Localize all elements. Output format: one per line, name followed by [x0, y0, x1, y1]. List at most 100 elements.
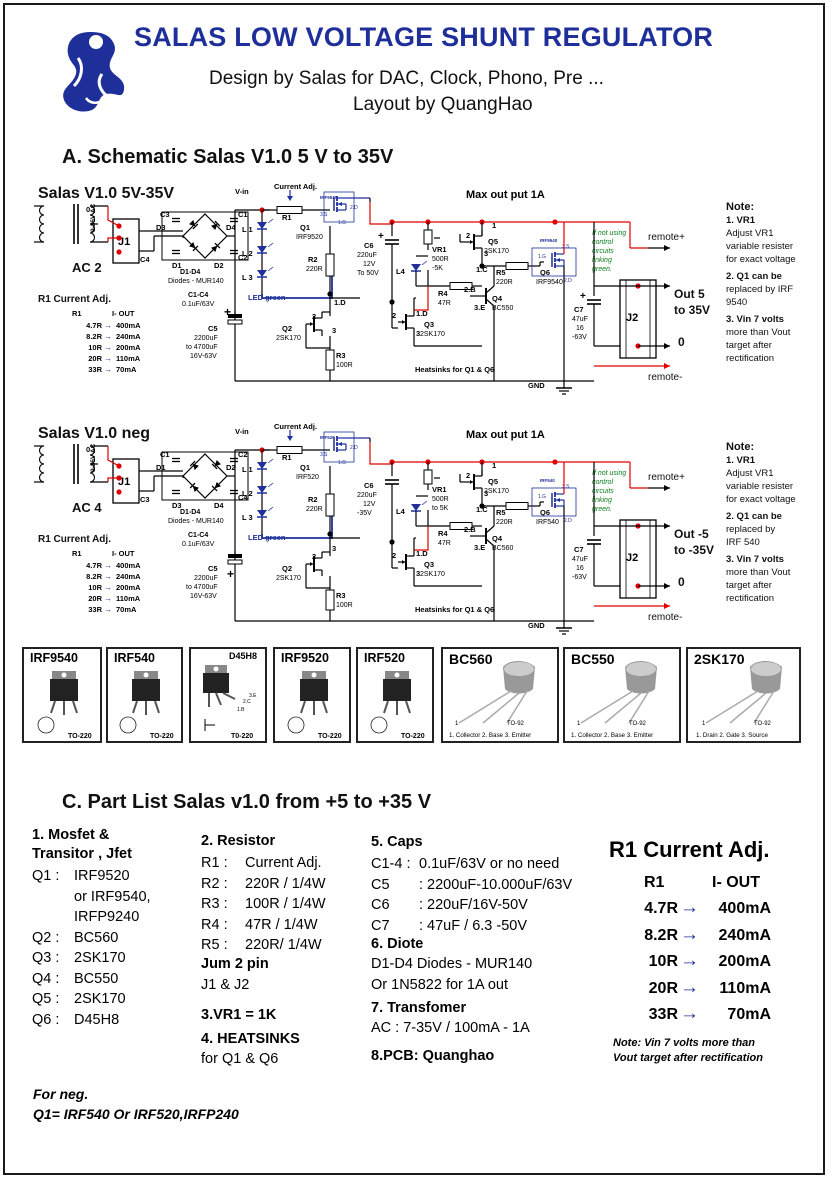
package-2sk170: 2SK170 1 TO-92 1. Drain 2. Gate 3. Sourc… [686, 647, 801, 743]
package-case: TO-92 [507, 721, 525, 727]
arrow-icon: → [104, 343, 112, 352]
label: R2 [308, 255, 318, 264]
label: Q3 [424, 560, 434, 569]
label: C2 [238, 253, 248, 262]
r1-value: 33R [648, 1006, 678, 1023]
label: Heatsinks for Q1 & Q6 [415, 605, 494, 614]
label: C3 [140, 495, 150, 504]
arrow-icon [402, 320, 405, 324]
label: 2SK170 [484, 488, 509, 495]
label: D4 [226, 223, 236, 232]
c5-capacitor [227, 319, 243, 325]
schematic-title: Salas V1.0 5V-35V [38, 185, 174, 202]
label: L 2 [242, 489, 253, 498]
label: L4 [396, 507, 406, 516]
label: C5 [208, 324, 218, 333]
q1-outline [323, 431, 355, 463]
label: IRF9540 [536, 279, 563, 286]
label: -63V [572, 574, 587, 581]
wire [485, 538, 495, 547]
section-c-title: C. Part List Salas v1.0 from +5 to +35 V [62, 791, 432, 813]
out-label: Out -5 [674, 527, 709, 541]
remote-plus: remote+ [648, 472, 685, 483]
diode-icon [211, 220, 221, 230]
package-case: TO-92 [629, 721, 647, 727]
note-line: for exact voltage [726, 494, 796, 505]
arrow-icon: → [680, 897, 699, 918]
label: Current Adj. [274, 182, 317, 191]
label: R2 [308, 495, 318, 504]
label: 1.D [416, 549, 428, 558]
arrow-icon: → [680, 976, 699, 998]
wire [267, 482, 274, 488]
part-row: C7: 47uF / 6.3 -50V [371, 917, 528, 934]
r1-value: 10R [88, 583, 102, 592]
coil-icon [89, 232, 96, 243]
label: Current Adj. [274, 422, 317, 431]
label: Diodes - MUR140 [168, 278, 224, 285]
label: 2 [466, 471, 470, 480]
iout-value: 400mA [718, 900, 771, 917]
note-line: target after [726, 340, 772, 351]
part-row: Q5 :2SK170 [32, 991, 126, 1007]
label: to 4700uF [186, 584, 218, 591]
label: 100R [336, 362, 353, 369]
coil-icon [38, 205, 45, 216]
label: D2 [214, 261, 224, 270]
label: IRF520 [296, 474, 319, 481]
to220-icon: 3.E 2.C 1.B T0-220 [203, 665, 257, 740]
package-case: TO-92 [754, 721, 772, 727]
package-irf9540: IRF9540 TO-220 [22, 647, 102, 743]
label: R3 [336, 351, 346, 360]
r1-value: 8.2R [86, 572, 102, 581]
part-row: Q4 :BC550 [32, 970, 119, 987]
arrow-icon [287, 196, 293, 201]
label: 3 [484, 489, 488, 498]
green-note: green. [592, 266, 612, 273]
wire [485, 298, 495, 307]
jumper-heading: Jum 2 pin [201, 955, 269, 972]
label: 100R [336, 602, 353, 609]
wire [261, 516, 333, 539]
coil-icon [38, 445, 45, 456]
label: 2SK170 [420, 331, 445, 338]
label: D3 [172, 501, 182, 510]
green-note: linking [592, 497, 612, 504]
label: R1 [282, 453, 292, 462]
label: R4 [438, 289, 448, 298]
label: Q1 [300, 463, 310, 472]
label: R1 [72, 309, 82, 318]
arrow-icon: → [104, 354, 112, 363]
label: J2 [626, 552, 638, 564]
note-line: for exact voltage [726, 254, 796, 265]
r1-value: 4.7R [86, 321, 102, 330]
label: -63V [572, 334, 587, 341]
part-row: Q1 :IRF9520 [32, 868, 130, 884]
label: 1.D [334, 298, 346, 307]
note-line: Note: [726, 441, 754, 453]
label: R1 [282, 213, 292, 222]
out-label: to -35V [674, 543, 714, 557]
wire [267, 218, 274, 224]
green-note: circuits [592, 488, 614, 495]
label: + [227, 567, 234, 581]
label: L4 [396, 267, 406, 276]
package-irf9520: IRF9520 TO-220 [273, 647, 351, 743]
note-line: more than Vout [726, 567, 791, 578]
led-icon [257, 246, 267, 253]
page-subtitle: Design by Salas for DAC, Clock, Phono, P… [209, 68, 604, 89]
c5-capacitor [228, 554, 242, 558]
label: L 3 [242, 513, 253, 522]
r1-table-title: R1 Current Adj. [38, 534, 111, 545]
arrow-icon: → [104, 572, 112, 581]
label: Diodes - MUR140 [168, 518, 224, 525]
label: 0 [86, 445, 90, 454]
q6-outline [531, 487, 577, 517]
q6-outline [531, 247, 577, 277]
note-line: Adjust VR1 [726, 468, 774, 479]
arrow-icon [310, 322, 313, 326]
package-case: TO-220 [401, 733, 425, 740]
label: Q6 [540, 508, 550, 517]
arrow-icon [664, 603, 670, 609]
remote-plus: remote+ [648, 232, 685, 243]
